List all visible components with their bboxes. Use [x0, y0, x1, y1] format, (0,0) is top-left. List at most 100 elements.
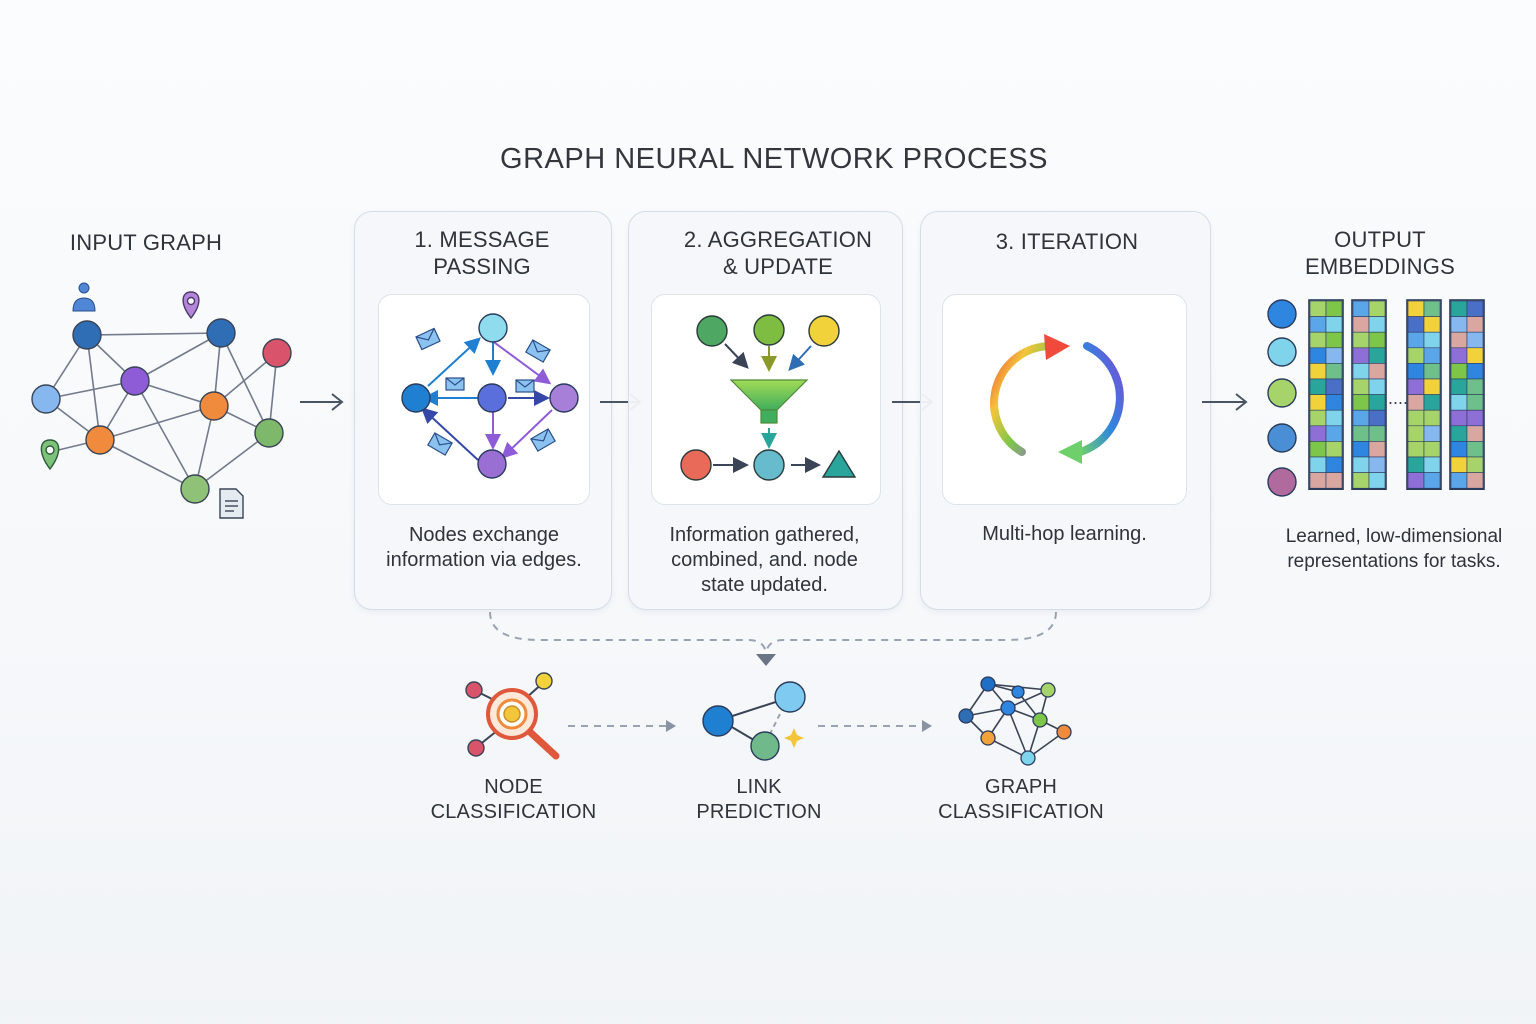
embedding-cell: [1325, 378, 1343, 395]
embedding-cell: [1407, 316, 1425, 333]
embedding-cell: [1466, 300, 1484, 317]
embedding-cell: [1352, 472, 1370, 489]
embedding-cell: [1352, 300, 1370, 317]
embedding-cell: [1466, 347, 1484, 364]
output-embeddings-heading: OUTPUT EMBEDDINGS: [1305, 227, 1455, 279]
embedding-cell: [1325, 331, 1343, 349]
embedding-cell: [1466, 441, 1484, 458]
embedding-cell: [1423, 425, 1441, 442]
link-prediction-label: LINK PREDICTION: [696, 776, 822, 823]
embedding-cell: [1352, 378, 1370, 395]
embedding-cell: [1309, 300, 1327, 317]
embedding-cell: [1368, 472, 1386, 489]
embedding-cell: [1325, 472, 1343, 489]
embedding-cell: [1466, 425, 1484, 442]
embedding-cell: [1450, 378, 1468, 395]
embedding-cell: [1450, 472, 1468, 489]
embedding-cell: [1466, 472, 1484, 489]
embedding-cell: [1325, 347, 1343, 364]
embedding-cell: [1352, 409, 1370, 427]
dashed-connector: [489, 611, 1057, 666]
embedding-cell: [1466, 331, 1484, 349]
embedding-cell: [1423, 363, 1441, 380]
location-pin-icon: [182, 291, 200, 320]
embedding-cell: [1466, 409, 1484, 427]
embedding-cell: [1309, 456, 1327, 473]
embedding-cell: [1309, 316, 1327, 333]
embedding-cell: [1466, 316, 1484, 333]
link-prediction-icon: [702, 681, 806, 761]
embedding-cell: [1407, 347, 1425, 364]
embedding-cell: [1466, 456, 1484, 473]
embedding-cell: [1309, 331, 1327, 349]
embedding-cell: [1368, 456, 1386, 473]
embedding-cell: [1309, 347, 1327, 364]
embedding-cell: [1407, 472, 1425, 489]
embedding-cell: [1423, 409, 1441, 427]
sparkle-icon: [784, 728, 804, 748]
embedding-cell: [1407, 441, 1425, 458]
embedding-column: [1351, 299, 1387, 490]
embedding-cell: [1352, 394, 1370, 411]
embedding-cell: [1466, 363, 1484, 380]
flow-arrow: [300, 393, 344, 411]
embedding-cell: [1407, 331, 1425, 349]
person-icon: [72, 282, 96, 312]
embedding-cell: [1352, 316, 1370, 333]
embedding-cell: [1423, 456, 1441, 473]
embedding-cell: [1407, 409, 1425, 427]
input-graph-heading: INPUT GRAPH: [69, 230, 223, 255]
embedding-cell: [1407, 394, 1425, 411]
embedding-cell: [1466, 394, 1484, 411]
embedding-cell: [1423, 331, 1441, 349]
step-2-heading: 2. AGGREGATION & UPDATE: [683, 227, 873, 279]
embedding-cell: [1325, 394, 1343, 411]
ellipsis-label: ....: [1388, 388, 1408, 408]
embedding-cell: [1423, 316, 1441, 333]
embedding-cell: [1407, 456, 1425, 473]
embedding-cell: [1352, 347, 1370, 364]
graph-classification-label: GRAPH CLASSIFICATION: [938, 776, 1104, 823]
embedding-cell: [1407, 425, 1425, 442]
document-icon: [219, 488, 244, 519]
embedding-cell: [1368, 409, 1386, 427]
embedding-cell: [1368, 347, 1386, 364]
location-pin-icon: [40, 439, 60, 471]
embedding-cell: [1368, 394, 1386, 411]
message-passing-illustration: [401, 313, 579, 479]
flow-arrow: [1202, 393, 1248, 411]
embedding-cell: [1450, 316, 1468, 333]
task-arrow: [818, 720, 932, 732]
embedding-cell: [1325, 441, 1343, 458]
embedding-cell: [1450, 363, 1468, 380]
task-arrow: [568, 720, 676, 732]
embedding-matrix: ....: [1267, 299, 1485, 497]
embedding-cell: [1450, 331, 1468, 349]
step-1-description: Nodes exchange information via edges.: [386, 524, 582, 571]
output-description: Learned, low-dimensional representations…: [1285, 526, 1503, 572]
envelope-icon: [415, 327, 556, 456]
embedding-cell: [1325, 409, 1343, 427]
graph-classification-icon: [958, 676, 1072, 766]
embedding-cell: [1368, 425, 1386, 442]
embedding-cell: [1309, 441, 1327, 458]
embedding-cell: [1368, 300, 1386, 317]
embedding-cell: [1352, 441, 1370, 458]
embedding-column: [1308, 299, 1344, 490]
embedding-cell: [1309, 409, 1327, 427]
input-graph-illustration: [31, 282, 292, 519]
embedding-cell: [1423, 378, 1441, 395]
embedding-cell: [1352, 425, 1370, 442]
embedding-cell: [1309, 363, 1327, 380]
embedding-cell: [1407, 378, 1425, 395]
embedding-cell: [1309, 472, 1327, 489]
funnel-icon: [729, 379, 809, 424]
embedding-cell: [1325, 425, 1343, 442]
embedding-cell: [1368, 331, 1386, 349]
embedding-cell: [1368, 441, 1386, 458]
embedding-cell: [1352, 456, 1370, 473]
step-3-description: Multi-hop learning.: [982, 523, 1147, 545]
embedding-cell: [1368, 378, 1386, 395]
embedding-cell: [1368, 363, 1386, 380]
embedding-column: [1406, 299, 1442, 490]
